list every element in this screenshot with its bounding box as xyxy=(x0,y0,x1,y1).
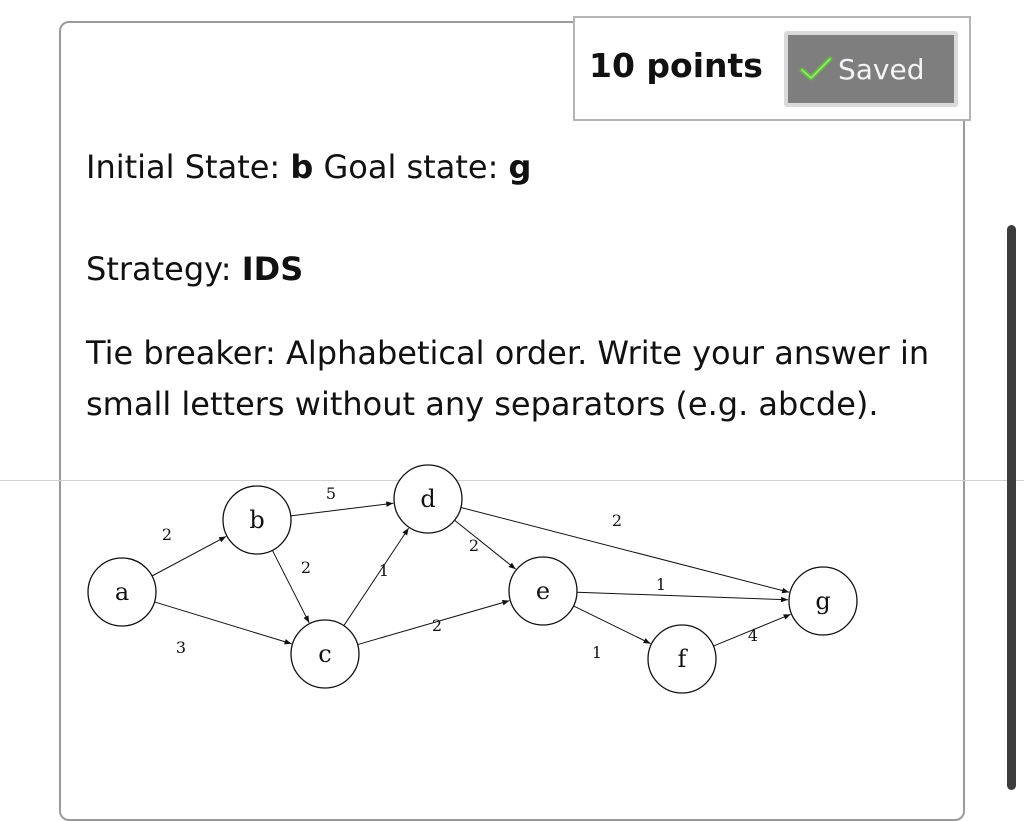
graph-node-label-d: d xyxy=(420,485,435,513)
saved-label: Saved xyxy=(838,52,925,86)
goal-state-value: g xyxy=(508,148,532,186)
graph-edge-d-g xyxy=(460,507,790,594)
graph-node-label-e: e xyxy=(536,577,550,605)
graph-node-label-f: f xyxy=(678,645,689,673)
edge-weight-c-e: 2 xyxy=(432,616,442,635)
graph-edge-e-f xyxy=(573,605,651,645)
graph-edge-c-e xyxy=(357,599,510,646)
graph-node-e xyxy=(508,556,578,626)
edge-weight-b-d: 5 xyxy=(326,484,336,503)
edge-weight-b-c: 2 xyxy=(301,558,311,577)
edge-weight-a-c: 3 xyxy=(176,638,186,657)
graph-node-label-a: a xyxy=(115,578,129,606)
initial-state-value: b xyxy=(290,148,314,186)
checkmark-icon xyxy=(799,56,833,81)
graph-node-b xyxy=(222,485,292,555)
edge-weight-d-e: 2 xyxy=(469,536,479,555)
graph-node-f xyxy=(647,624,717,694)
graph-node-label-c: c xyxy=(318,640,331,668)
graph-edge-c-d xyxy=(343,527,410,626)
graph-node-c xyxy=(290,619,360,689)
edge-weight-e-f: 1 xyxy=(592,643,602,662)
initial-state-label: Initial State: xyxy=(86,148,291,186)
graph-node-label-b: b xyxy=(249,506,264,534)
graph-edge-a-b xyxy=(151,536,227,577)
edge-weight-e-g: 1 xyxy=(656,575,666,594)
strategy-value: IDS xyxy=(241,250,304,288)
graph-edge-a-c xyxy=(154,601,292,645)
question-card xyxy=(59,21,965,821)
goal-state-label: Goal state: xyxy=(313,148,509,186)
saved-button-face: Saved xyxy=(788,35,954,103)
graph-node-g xyxy=(788,566,858,636)
initial-goal-line: Initial State: b Goal state: g xyxy=(86,142,531,193)
points-label: 10 points xyxy=(589,46,763,85)
search-graph: 2 3 5 2 1 2 2 2 1 1 4 a b c d e f g xyxy=(87,464,858,694)
tie-breaker-line-1: Tie breaker: Alphabetical order. Write y… xyxy=(86,334,930,372)
graph-node-d xyxy=(393,464,463,534)
edge-weight-c-d: 1 xyxy=(379,561,389,580)
tie-breaker-text: Tie breaker: Alphabetical order. Write y… xyxy=(86,328,929,430)
graph-edge-d-e xyxy=(454,519,516,570)
graph-edge-b-d xyxy=(290,501,394,517)
tie-breaker-line-2: small letters without any separators (e.… xyxy=(86,385,879,423)
graph-edge-e-g xyxy=(576,591,789,603)
edge-weight-f-g: 4 xyxy=(748,626,758,645)
edge-weight-d-g: 2 xyxy=(612,511,622,530)
scrollbar[interactable] xyxy=(1007,225,1016,790)
strategy-label: Strategy: xyxy=(86,250,242,288)
strategy-line: Strategy: IDS xyxy=(86,244,303,295)
saved-button[interactable]: Saved xyxy=(784,31,958,107)
horizontal-divider xyxy=(0,480,1024,481)
graph-edge-f-g xyxy=(713,613,791,647)
points-header: 10 points Saved xyxy=(573,16,971,121)
graph-edge-b-c xyxy=(271,550,310,624)
edge-weight-a-b: 2 xyxy=(162,525,172,544)
graph-node-a xyxy=(87,557,157,627)
graph-node-label-g: g xyxy=(815,587,830,615)
